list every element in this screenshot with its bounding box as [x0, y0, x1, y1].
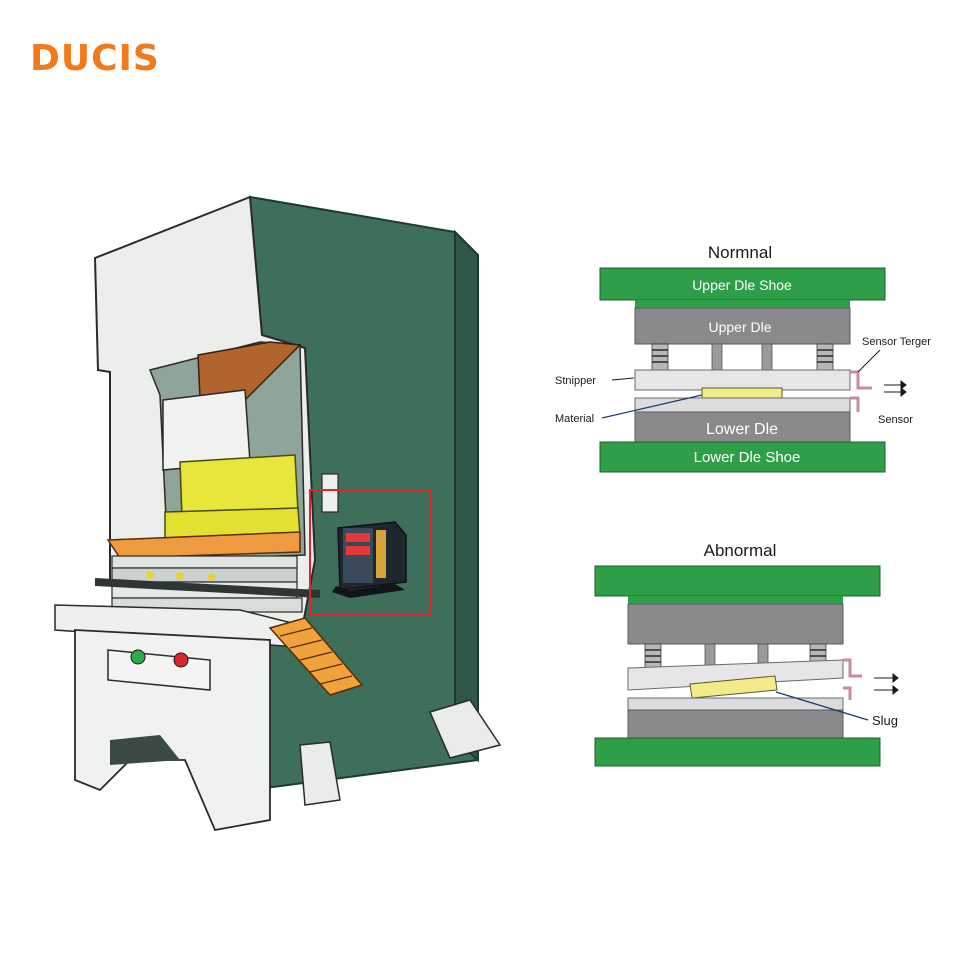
brand-logo: DUCIS [30, 38, 160, 79]
abnormal-title: Abnormal [704, 541, 777, 560]
abnormal-diagram: Abnormal Slug [594, 541, 899, 767]
normal-upper-die-label: Upper Dle [708, 319, 771, 335]
slug-label: Slug [872, 713, 898, 728]
normal-diagram: Normnal Upper Dle Shoe Upper Dle Lower D… [555, 243, 931, 473]
normal-lower-shoe-label: Lower Dle Shoe [694, 449, 801, 466]
sensor-label: Sensor [878, 414, 913, 426]
normal-upper-shoe-label: Upper Dle Shoe [692, 277, 792, 293]
normal-lower-die-label: Lower Dle [706, 421, 778, 438]
normal-title: Normnal [708, 243, 772, 262]
controller-device [332, 521, 407, 598]
stripper-label: Stnipper [555, 375, 596, 387]
highlight-box [309, 489, 431, 616]
material-label: Material [555, 413, 594, 425]
press-machine [54, 195, 502, 832]
sensor-target-label: Sensor Terger [862, 336, 931, 348]
